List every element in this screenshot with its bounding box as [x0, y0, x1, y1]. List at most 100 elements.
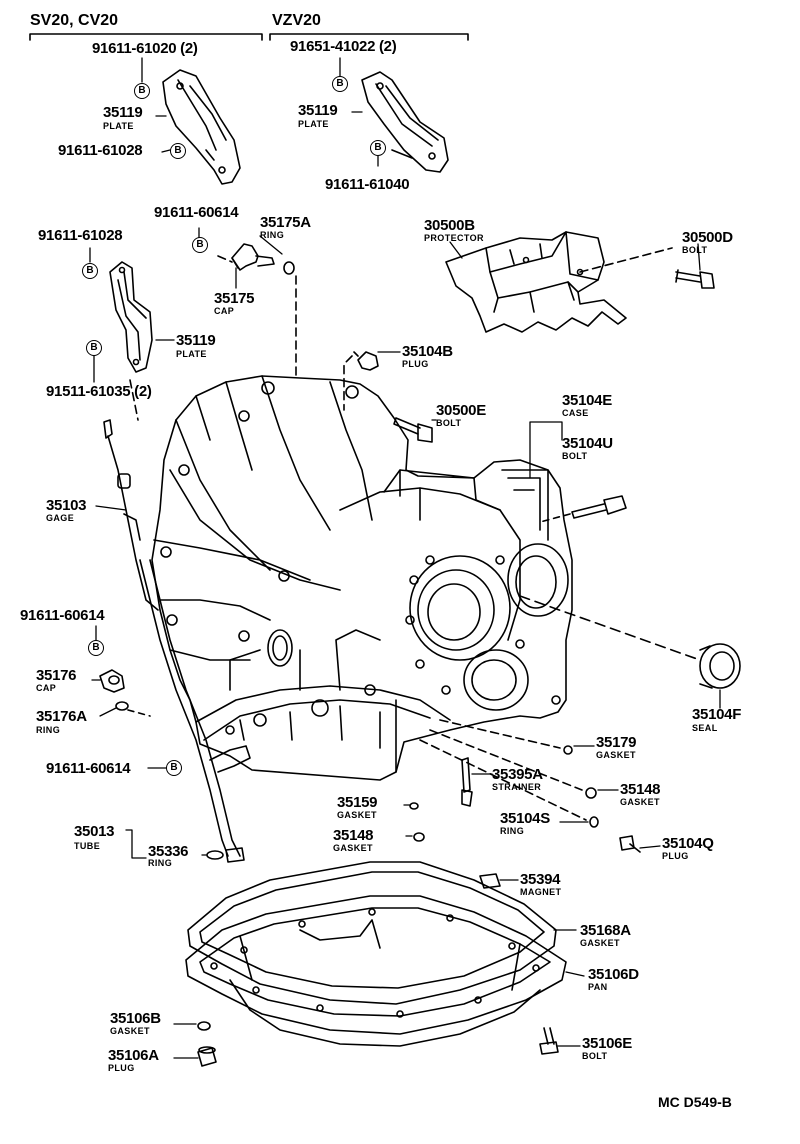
part-name-seal: SEAL	[692, 723, 718, 733]
plug-35106a-shape	[197, 1046, 217, 1067]
part-name-magnet: MAGNET	[520, 887, 562, 897]
part-number-91611-61028-top: 91611-61028	[58, 142, 143, 159]
part-name-plug-35104b: PLUG	[402, 359, 429, 369]
bolt-marker-icon: B	[134, 83, 150, 99]
part-name-gasket-35148-right: GASKET	[620, 797, 660, 807]
part-number-35395a: 35395A	[492, 766, 543, 783]
part-number-91651-41022: 91651-41022 (2)	[290, 38, 397, 55]
tube-35013-shape	[139, 559, 251, 863]
part-name-case: CASE	[562, 408, 589, 418]
part-number-35119-mid: 35119	[176, 332, 216, 349]
strainer-shape	[461, 757, 473, 807]
part-name-ring-35176a: RING	[36, 725, 61, 735]
protector-shape	[445, 231, 673, 333]
part-number-35104u: 35104U	[562, 435, 613, 452]
part-number-91611-61028-mid: 91611-61028	[38, 227, 123, 244]
bolt-marker-icon: B	[192, 237, 208, 253]
part-name-cap-35176: CAP	[36, 683, 57, 693]
ring-35336-shape	[206, 850, 224, 860]
part-number-35119-svcv: 35119	[103, 104, 143, 121]
part-number-35179: 35179	[596, 734, 637, 751]
part-name-strainer: STRAINER	[492, 782, 542, 792]
part-name-bolt-35106e: BOLT	[582, 1051, 608, 1061]
part-number-35104b: 35104B	[402, 343, 453, 360]
part-name-tube: TUBE	[74, 841, 101, 851]
part-name-gasket-35168a: GASKET	[580, 938, 620, 948]
part-number-35103: 35103	[46, 497, 87, 514]
transaxle-case-shape	[151, 375, 573, 781]
part-number-35119-vzv: 35119	[298, 102, 338, 119]
part-number-35106d: 35106D	[588, 966, 639, 983]
bolt-marker-icon: B	[88, 640, 104, 656]
header-brackets	[29, 33, 469, 41]
part-number-35104e: 35104E	[562, 392, 612, 409]
part-number-35106e: 35106E	[582, 1035, 632, 1052]
bolt-marker-icon: B	[370, 140, 386, 156]
gasket-35179-shape	[563, 745, 573, 755]
part-name-plate-svcv: PLATE	[103, 121, 134, 131]
part-number-30500b: 30500B	[424, 217, 475, 234]
part-number-91611-60614-c: 91611-60614	[46, 760, 131, 777]
part-name-plate-mid: PLATE	[176, 349, 207, 359]
part-number-35176: 35176	[36, 667, 77, 684]
part-number-35148-mid: 35148	[333, 827, 374, 844]
part-number-35176a: 35176A	[36, 708, 87, 725]
bolt-marker-icon: B	[86, 340, 102, 356]
oil-pan-gasket-shape	[187, 861, 557, 1005]
part-number-35106b: 35106B	[110, 1010, 161, 1027]
plate-svcv-shape	[162, 69, 241, 185]
ring-35176a-leader	[127, 709, 151, 717]
label-leader-lines	[89, 57, 721, 1059]
bolt-35104u-shape	[539, 495, 627, 523]
part-name-cap-35175: CAP	[214, 306, 235, 316]
part-number-91511-61035: 91511-61035 (2)	[46, 383, 152, 400]
part-number-35168a: 35168A	[580, 922, 631, 939]
part-name-pan: PAN	[588, 982, 608, 992]
part-number-35104f: 35104F	[692, 706, 742, 723]
gage-dipstick-shape	[103, 419, 159, 611]
magnet-shape	[479, 873, 501, 889]
part-number-91611-61040: 91611-61040	[325, 176, 410, 193]
plate-vzv-shape	[361, 71, 449, 173]
ring-35104s-shape	[589, 816, 599, 828]
part-name-gage: GAGE	[46, 513, 75, 523]
oil-pan-shape	[185, 895, 567, 1047]
gasket-35106b-shape	[197, 1021, 211, 1031]
bolt-30500e-shape	[393, 417, 433, 443]
bolt-marker-icon: B	[166, 760, 182, 776]
gasket-35148b-shape	[413, 832, 425, 842]
part-name-gasket-35179: GASKET	[596, 750, 636, 760]
part-number-35336: 35336	[148, 843, 189, 860]
bolt-marker-icon: B	[82, 263, 98, 279]
part-number-35175: 35175	[214, 290, 255, 307]
part-name-bolt-35104u: BOLT	[562, 451, 588, 461]
bolt-marker-icon: B	[170, 143, 186, 159]
bolt-30500d-shape	[675, 269, 715, 289]
part-name-gasket-35148-mid: GASKET	[333, 843, 373, 853]
bolt-marker-icon: B	[332, 76, 348, 92]
ring-35176a-shape	[115, 701, 129, 711]
cap-35176-shape	[99, 669, 125, 693]
part-name-bolt-30500d: BOLT	[682, 245, 708, 255]
part-name-ring-35104s: RING	[500, 826, 525, 836]
part-number-35175a: 35175A	[260, 214, 311, 231]
part-name-bolt-30500e: BOLT	[436, 418, 462, 428]
cap-35175-shape	[231, 243, 275, 271]
case-leader-lines	[129, 255, 587, 821]
part-number-35013: 35013	[74, 823, 115, 840]
model-header-svcv: SV20, CV20	[30, 12, 119, 29]
seal-35104f-shape	[519, 595, 741, 689]
part-number-91611-60614-a: 91611-60614	[154, 204, 239, 221]
part-name-protector: PROTECTOR	[424, 233, 484, 243]
plug-35104q-shape	[619, 835, 641, 853]
part-number-35104s: 35104S	[500, 810, 550, 827]
part-number-91611-60614-b: 91611-60614	[20, 607, 105, 624]
part-name-gasket-35159: GASKET	[337, 810, 377, 820]
ring-35175a-shape	[283, 261, 295, 275]
plug-35104b-shape	[343, 351, 379, 411]
part-number-30500d: 30500D	[682, 229, 733, 246]
gasket-35148-shape	[585, 787, 597, 799]
part-name-plate-vzv: PLATE	[298, 119, 329, 129]
